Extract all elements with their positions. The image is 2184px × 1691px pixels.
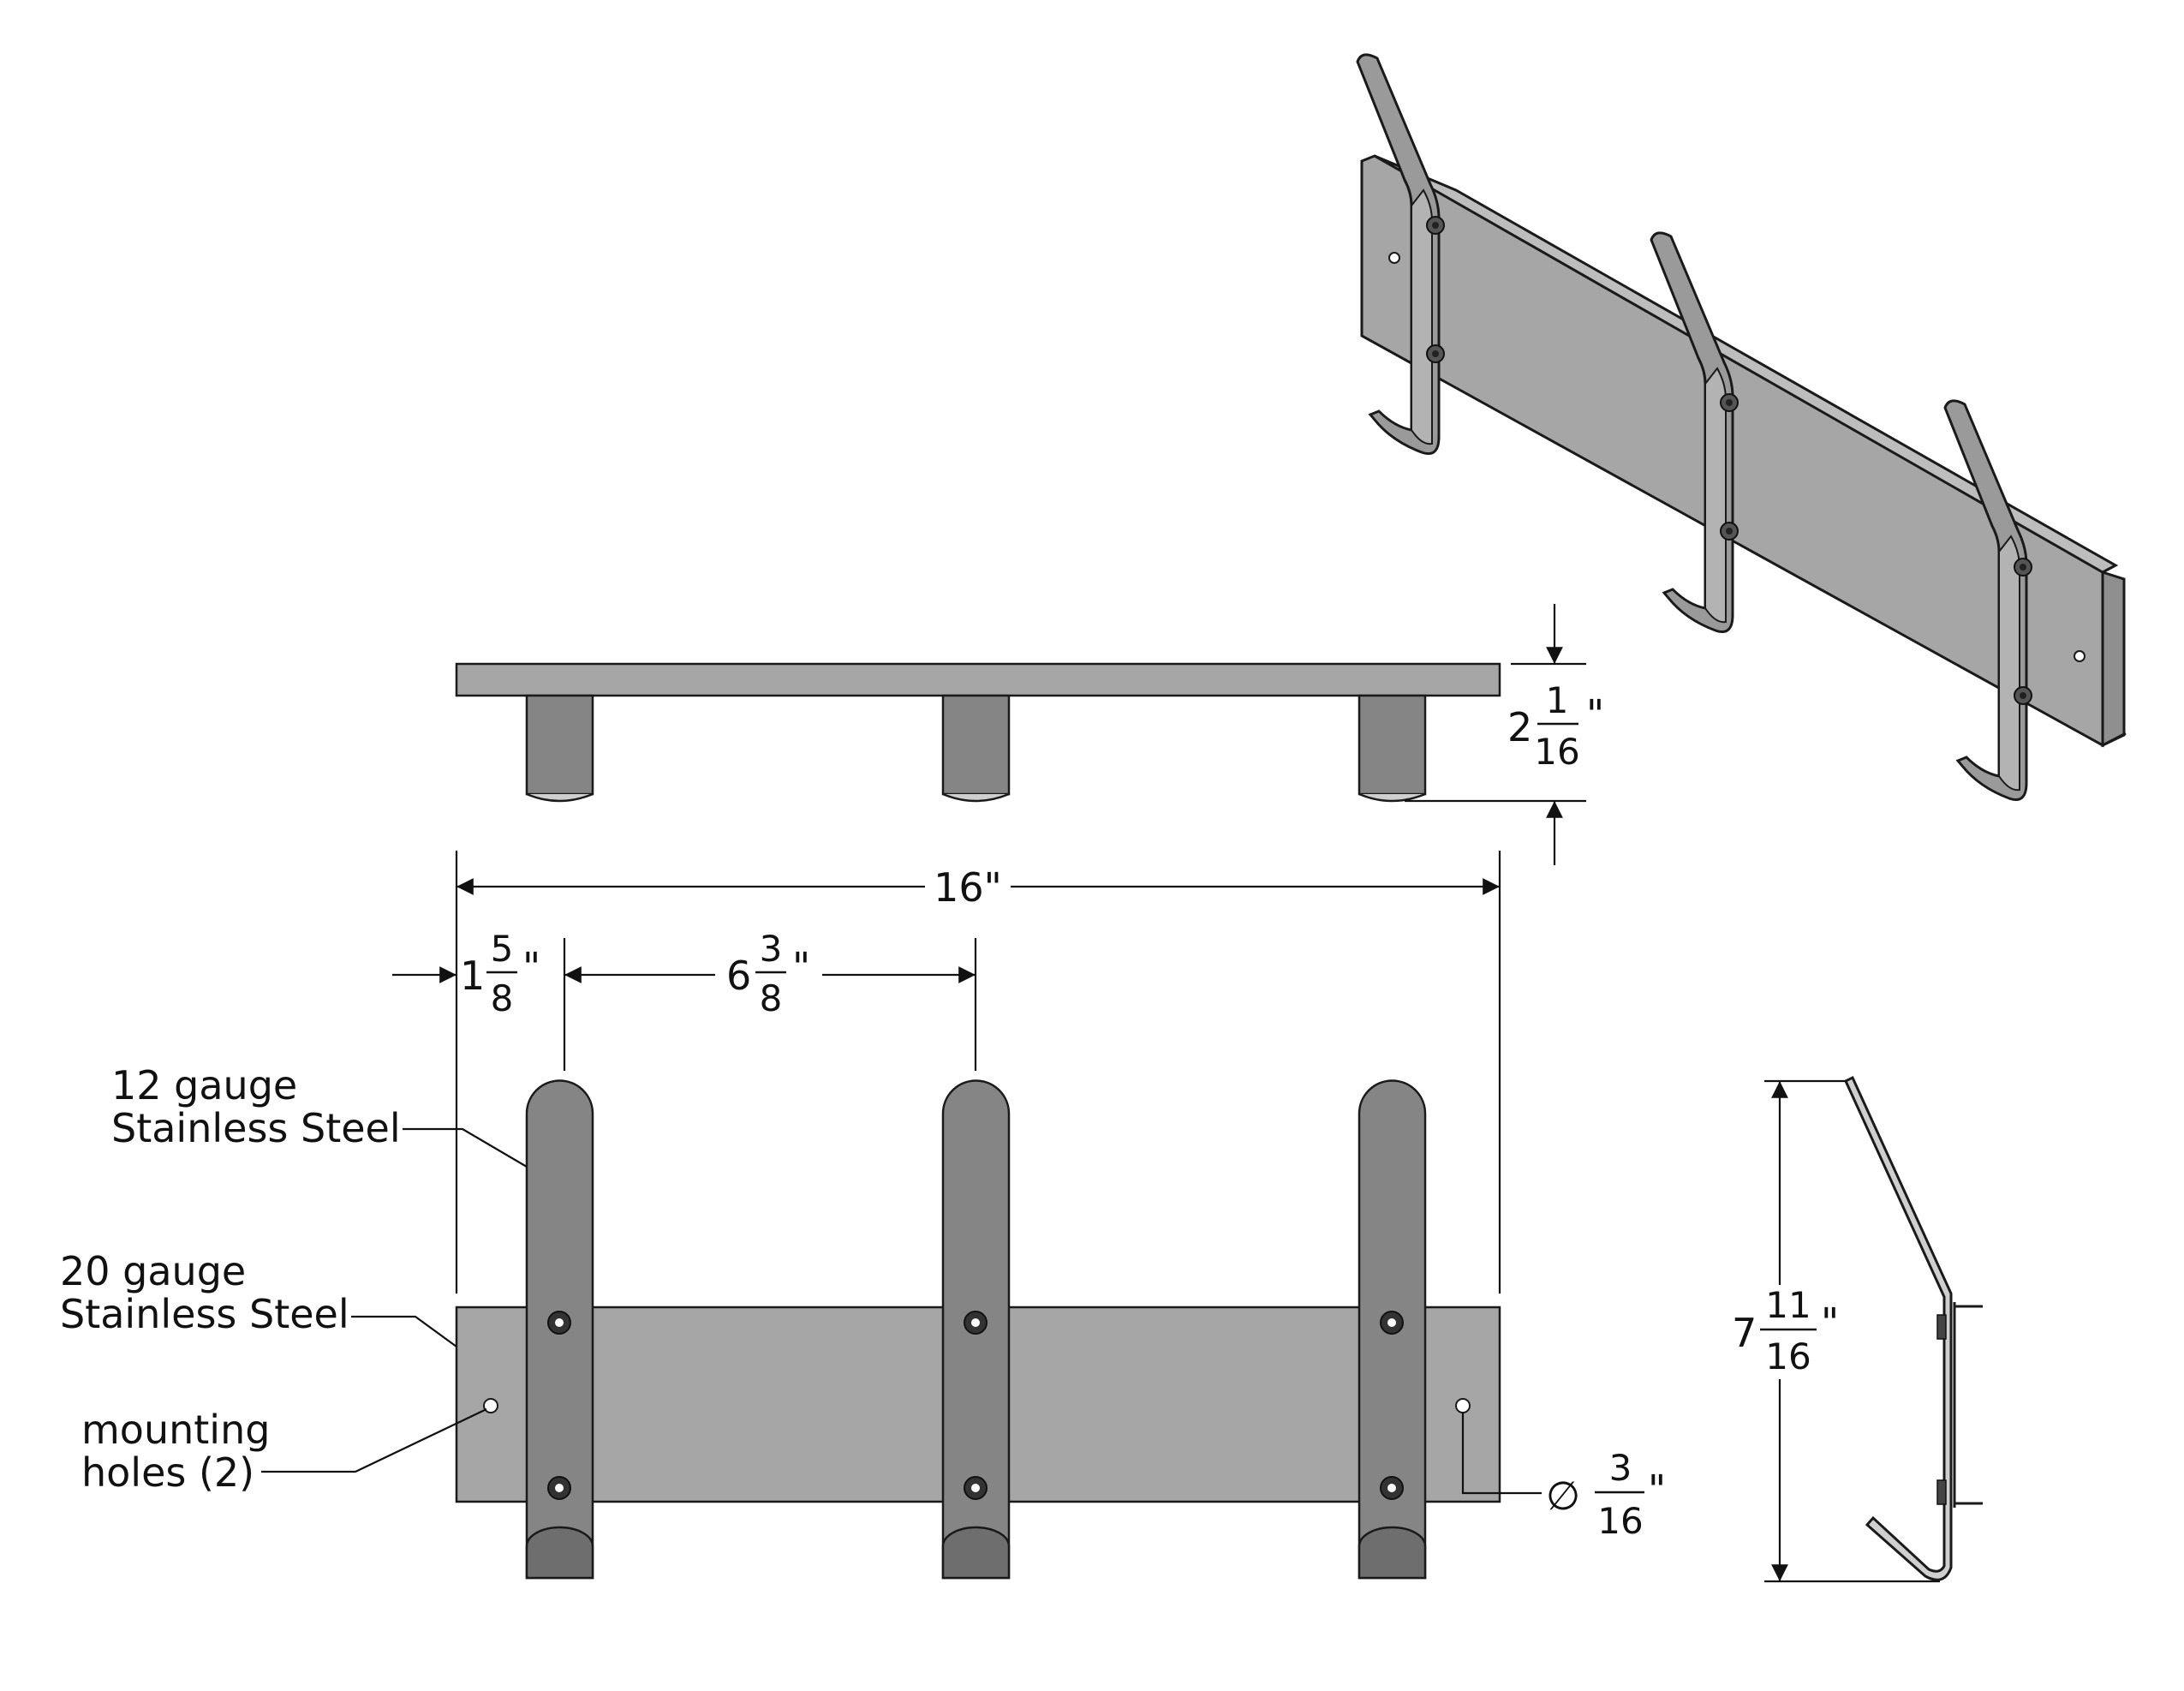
front-hook xyxy=(1358,1079,1427,1580)
edge-offset-unit: " xyxy=(522,944,540,990)
hole-diameter-dimension: ∅ 3 16 " xyxy=(1546,1447,1666,1542)
projection-den: 16 xyxy=(1534,731,1579,773)
front-hook xyxy=(525,1079,594,1580)
holes-line1: mounting xyxy=(81,1407,270,1453)
top-hook xyxy=(1358,694,1427,803)
projection-num: 1 xyxy=(1546,679,1569,721)
side-view: 7 11 16 " xyxy=(1732,1075,1983,1583)
hook-spacing-unit: " xyxy=(792,944,810,990)
top-view: 2 1 16 " xyxy=(455,604,1604,865)
edge-offset-num: 5 xyxy=(491,928,514,970)
top-hook xyxy=(941,694,1011,803)
iso-hook xyxy=(1356,53,1445,455)
holes-line2: holes (2) xyxy=(81,1449,254,1496)
iso-mounting-hole xyxy=(1388,252,1400,264)
side-hook-profile xyxy=(1844,1075,1953,1581)
hook-spacing-num: 3 xyxy=(760,928,783,970)
projection-whole: 2 xyxy=(1507,704,1532,750)
rail-material-line1: 20 gauge xyxy=(60,1248,246,1294)
height-dimension: 7 11 16 " xyxy=(1732,1284,1839,1377)
edge-offset-den: 8 xyxy=(491,977,514,1019)
iso-hook xyxy=(1943,399,2032,801)
hook-spacing-den: 8 xyxy=(760,977,783,1019)
height-num: 11 xyxy=(1765,1284,1811,1326)
height-den: 16 xyxy=(1765,1335,1811,1377)
callouts: 12 gauge Stainless Steel 20 gauge Stainl… xyxy=(60,1062,528,1496)
front-hook xyxy=(941,1079,1011,1580)
hole-dia-num: 3 xyxy=(1609,1447,1632,1489)
top-hook xyxy=(525,694,594,803)
hook-spacing-whole: 6 xyxy=(726,953,751,999)
iso-mounting-hole xyxy=(2074,650,2086,662)
top-rail xyxy=(455,662,1501,697)
front-view: 16" 1 5 8 " 6 3 8 " ∅ 3 16 " xyxy=(392,851,1666,1580)
front-mounting-hole xyxy=(1455,1398,1471,1413)
hook-spacing-dimension: 6 3 8 " xyxy=(726,928,810,1019)
iso-rail-end-flange xyxy=(2101,570,2126,748)
edge-offset-whole: 1 xyxy=(460,953,485,999)
hook-material-line1: 12 gauge xyxy=(111,1062,297,1108)
overall-width-dimension: 16" xyxy=(934,864,1002,911)
rail-material-line2: Stainless Steel xyxy=(60,1291,349,1337)
iso-hook xyxy=(1650,231,1739,633)
isometric-view xyxy=(1356,53,2127,801)
hook-material-line2: Stainless Steel xyxy=(111,1105,401,1151)
front-mounting-hole xyxy=(483,1398,498,1413)
height-whole: 7 xyxy=(1732,1310,1757,1356)
height-unit: " xyxy=(1821,1300,1839,1346)
projection-dimension: 2 1 16 " xyxy=(1507,679,1604,773)
hole-dia-unit: " xyxy=(1648,1467,1666,1513)
edge-offset-dimension: 1 5 8 " xyxy=(460,928,540,1019)
projection-unit: " xyxy=(1586,691,1604,738)
diameter-symbol: ∅ xyxy=(1546,1473,1580,1519)
hole-dia-den: 16 xyxy=(1597,1500,1643,1542)
